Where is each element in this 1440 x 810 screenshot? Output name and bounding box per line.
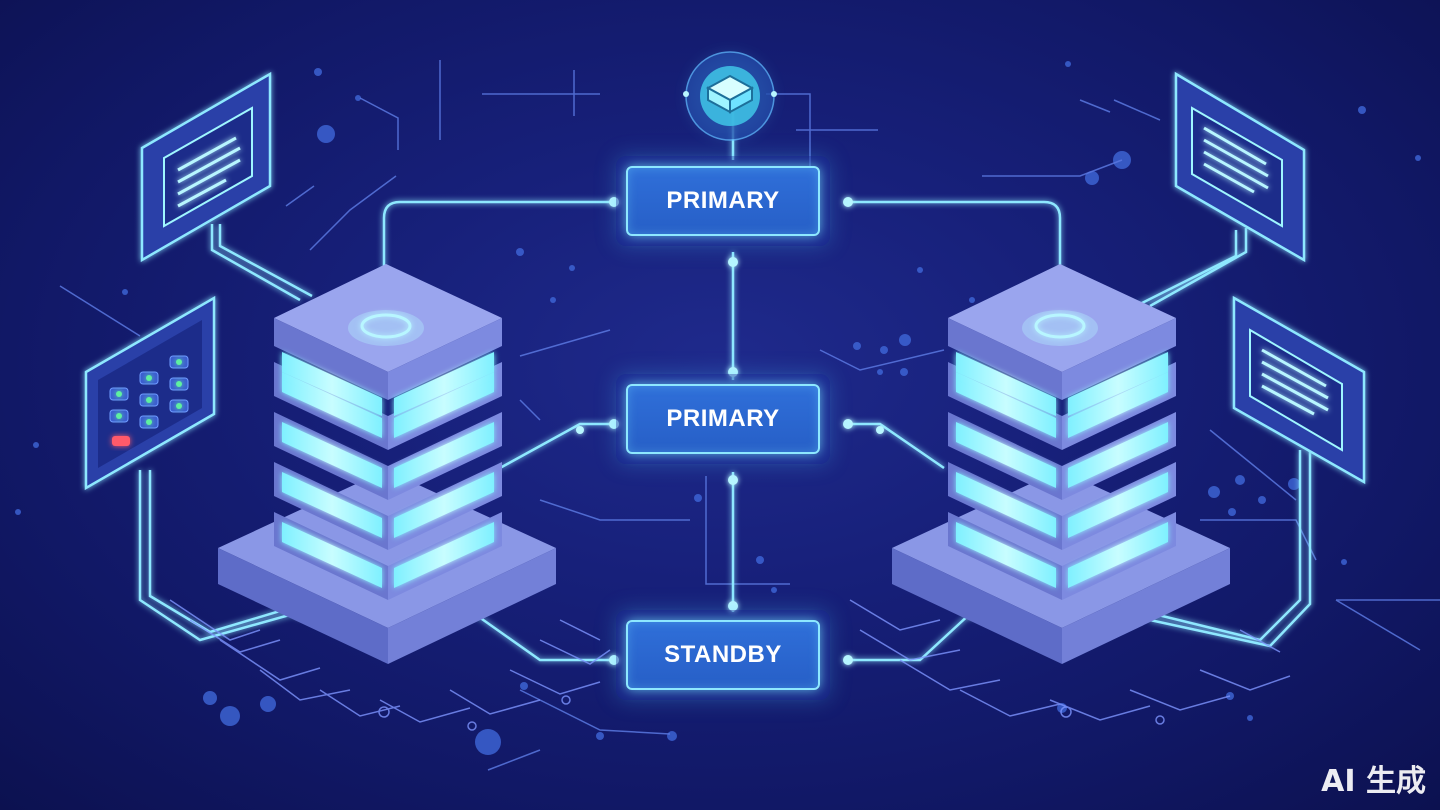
standby-node[interactable]: STANDBY [616,610,830,700]
server-unit [274,362,502,450]
circuit-floor-right [849,599,1291,725]
server-stack-left [218,264,556,664]
primary-node-middle[interactable]: PRIMARY [616,374,830,464]
standby-node-box: STANDBY [626,620,820,690]
ai-generated-watermark: AI 生成 [1321,764,1426,799]
server-unit [948,512,1176,600]
document-panel-icon [1232,295,1366,485]
background-particles [15,61,1421,755]
background-wiring [59,60,1440,771]
server-unit [948,462,1176,550]
server-unit [948,412,1176,500]
document-panel-icon [140,71,272,263]
primary-node-top[interactable]: PRIMARY [616,156,830,246]
circuit-floor-left [169,599,611,731]
primary-node-middle-box: PRIMARY [626,384,820,454]
control-grid-panel-icon [84,295,216,491]
document-panel-icon [1174,71,1306,263]
server-unit [948,362,1176,450]
connection-lines [138,112,1312,662]
server-stack-right [892,264,1230,664]
server-unit [274,512,502,600]
cube-hub-icon [683,51,777,141]
standby-node-label: STANDBY [664,641,782,668]
primary-node-top-box: PRIMARY [626,166,820,236]
primary-node-middle-label: PRIMARY [666,405,780,432]
server-unit [274,412,502,500]
primary-node-top-label: PRIMARY [666,187,780,214]
server-unit [274,462,502,550]
